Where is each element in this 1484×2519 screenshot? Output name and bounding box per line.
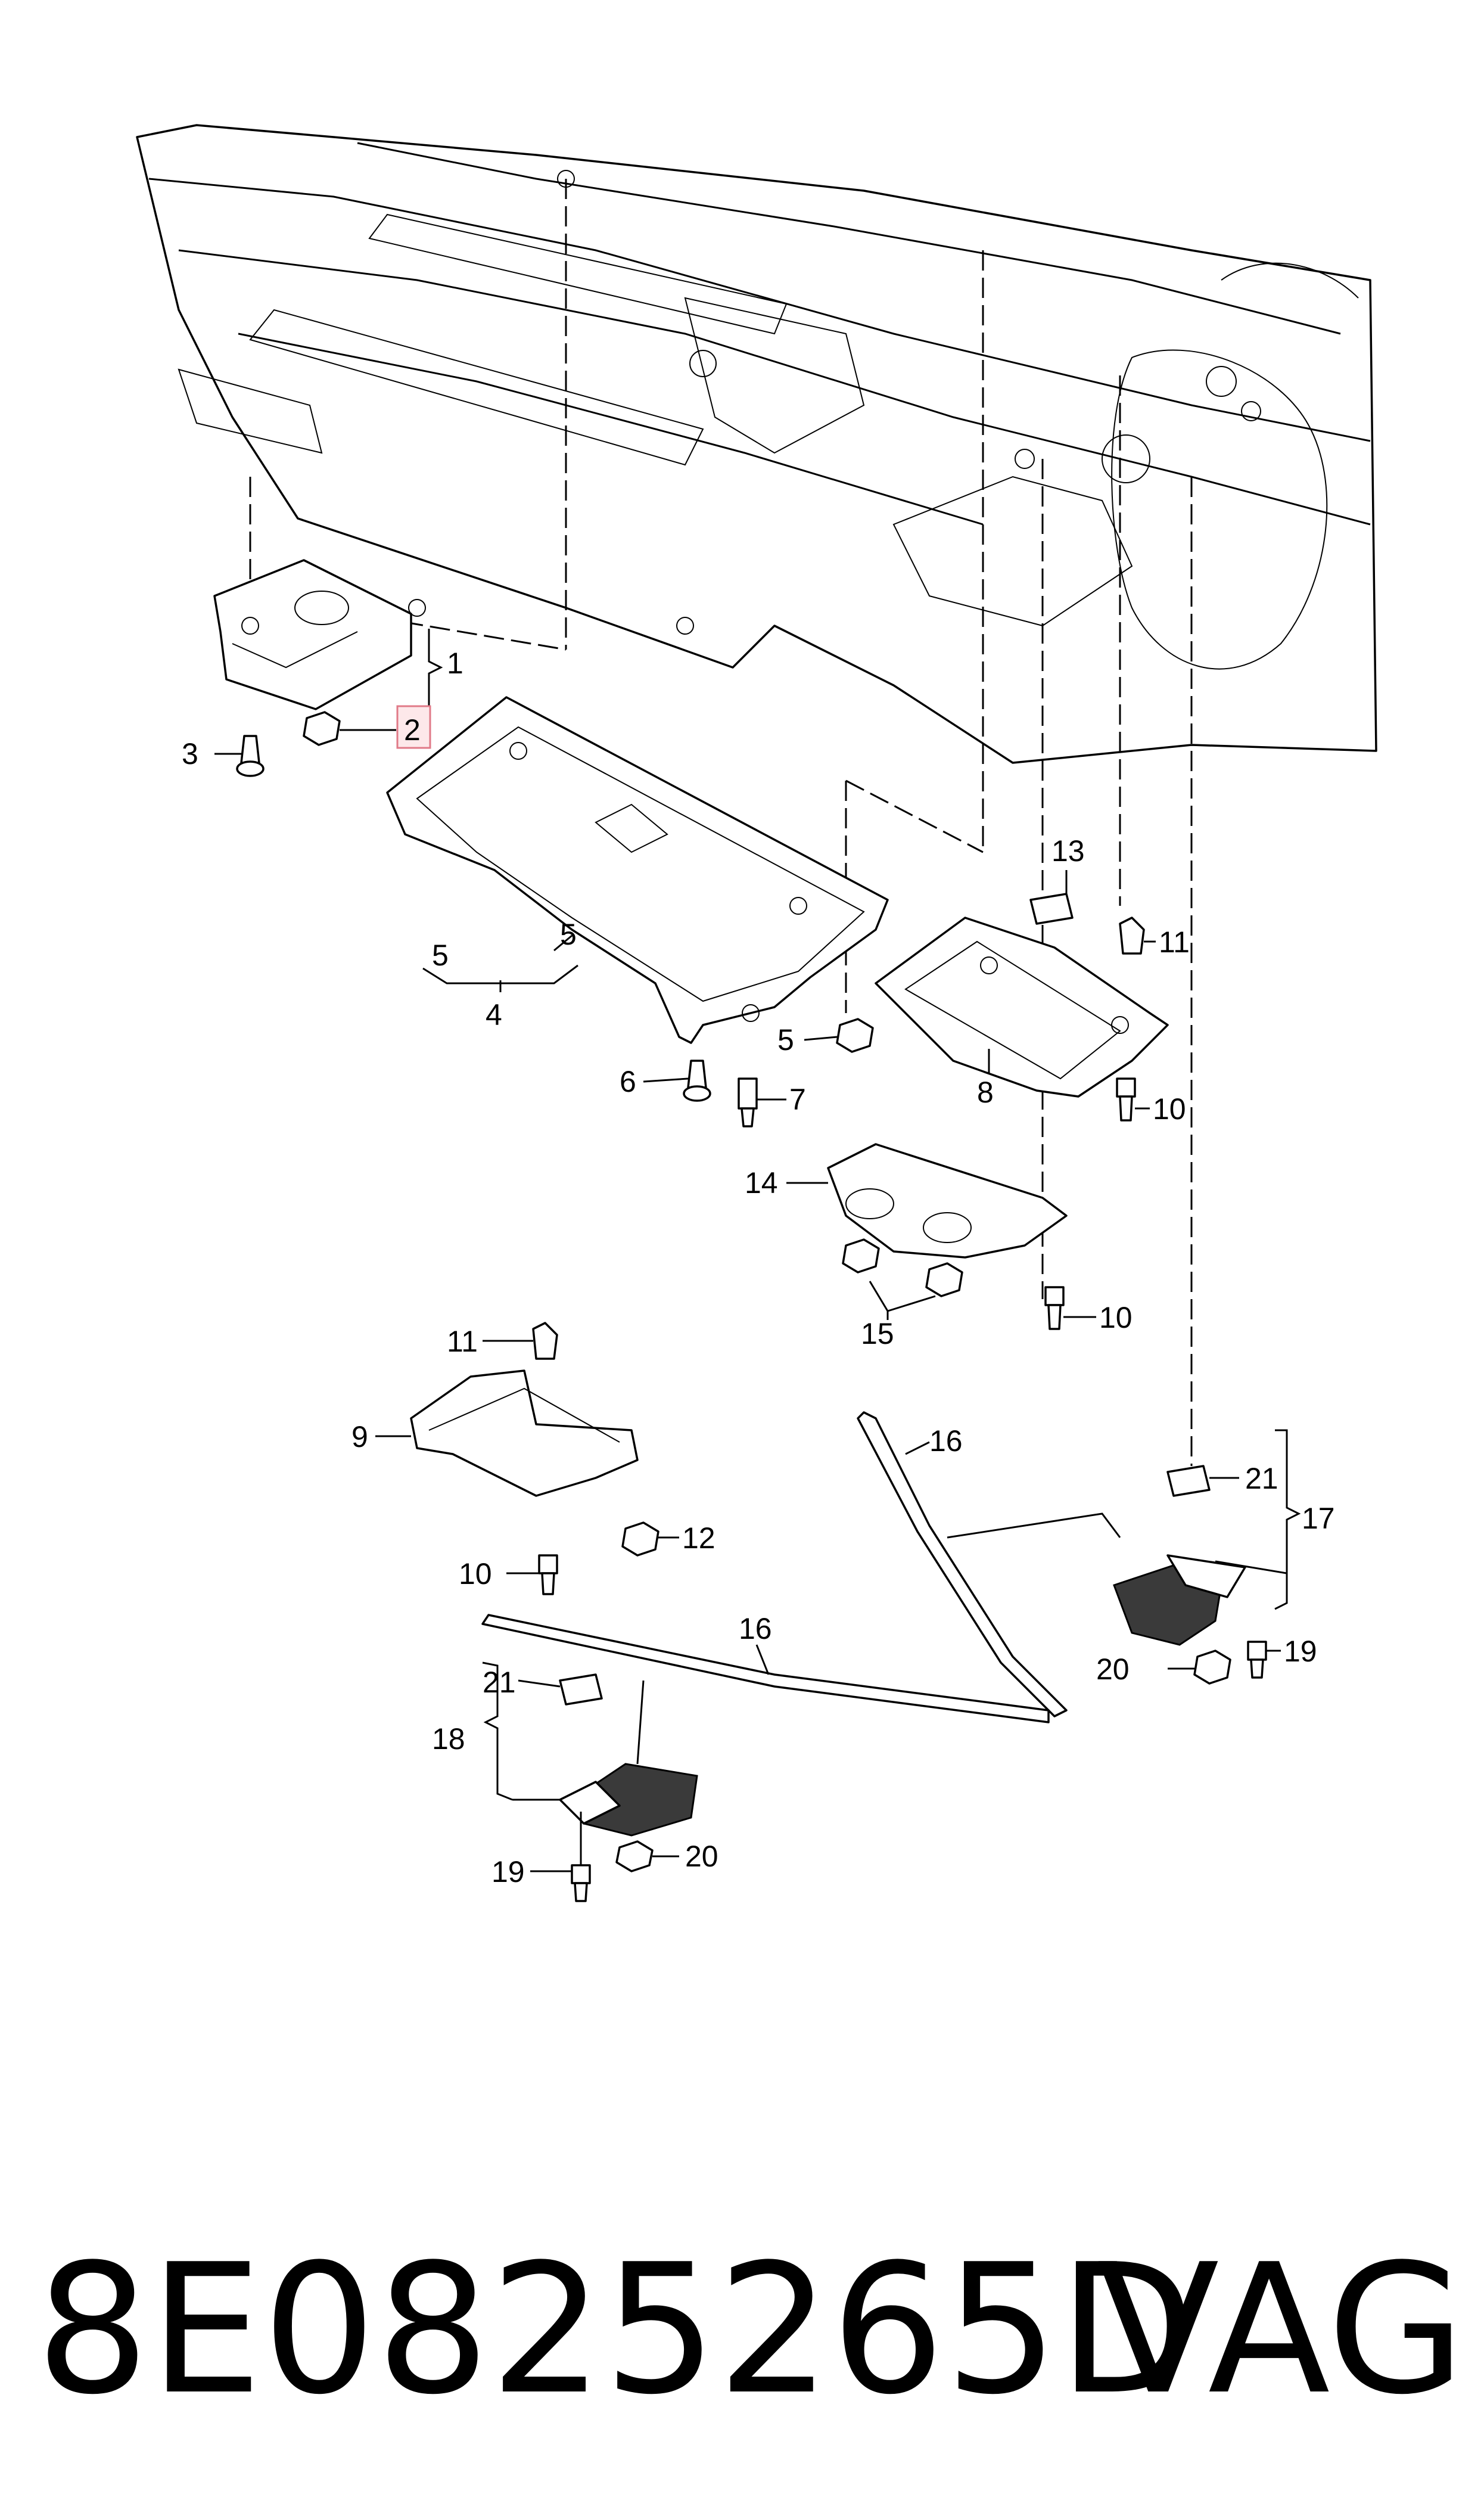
callout-16-b: 16 <box>739 1612 772 1645</box>
callout-6: 6 <box>620 1065 636 1098</box>
callout-15: 15 <box>861 1317 894 1350</box>
callout-10-a: 10 <box>1153 1092 1186 1126</box>
callout-16-a: 16 <box>929 1424 963 1458</box>
callout-1: 1 <box>447 647 463 680</box>
callout-19-a: 19 <box>1284 1635 1317 1668</box>
callout-13: 13 <box>1051 834 1085 868</box>
callout-19-b: 19 <box>491 1855 525 1889</box>
callout-21-a: 21 <box>1245 1462 1278 1495</box>
part-17-shield <box>1113 1554 1246 1646</box>
callout-3: 3 <box>182 737 198 771</box>
callout-7: 7 <box>789 1083 806 1116</box>
part-14-panel <box>827 1143 1068 1259</box>
callout-20-a: 20 <box>1096 1653 1130 1686</box>
part-16-strips <box>481 1411 1068 1723</box>
callout-18: 18 <box>432 1722 465 1756</box>
part-number: 8E0825265D <box>36 2226 1196 2434</box>
callout-11-b: 11 <box>447 1325 478 1358</box>
part-1-bracket <box>213 559 412 710</box>
callout-4: 4 <box>486 998 502 1032</box>
callout-10-b: 10 <box>1099 1301 1133 1334</box>
callout-10-c: 10 <box>459 1557 492 1591</box>
callout-9: 9 <box>351 1420 368 1453</box>
callout-20-b: 20 <box>685 1840 718 1873</box>
part-8-panel <box>875 917 1169 1098</box>
callout-11-a: 11 <box>1159 925 1190 959</box>
callout-14: 14 <box>745 1166 778 1200</box>
callouts: 1 2 3 4 5 5 5 6 7 8 9 10 10 10 10 11 11 … <box>182 647 1335 1889</box>
callout-5-b: 5 <box>560 918 577 951</box>
callout-5-a: 5 <box>432 939 449 972</box>
callout-17: 17 <box>1302 1502 1335 1535</box>
callout-2-highlight <box>396 705 431 749</box>
clips <box>559 893 1211 1706</box>
vehicle-underbody <box>136 124 1377 764</box>
callout-21-b: 21 <box>483 1666 516 1699</box>
brand-label: VAG <box>1097 2226 1466 2434</box>
fasteners <box>236 711 1267 1902</box>
part-9-bracket <box>410 1369 639 1497</box>
footer: 8E0825265D VAG <box>36 2223 1466 2437</box>
part-18-shield <box>559 1763 698 1837</box>
callout-8: 8 <box>977 1076 994 1109</box>
callout-12: 12 <box>682 1521 715 1555</box>
part-4-underbody-panel <box>386 696 889 1044</box>
callout-2: 2 <box>404 713 421 747</box>
leader-lines <box>214 629 1301 1872</box>
callout-5-c: 5 <box>777 1023 794 1057</box>
